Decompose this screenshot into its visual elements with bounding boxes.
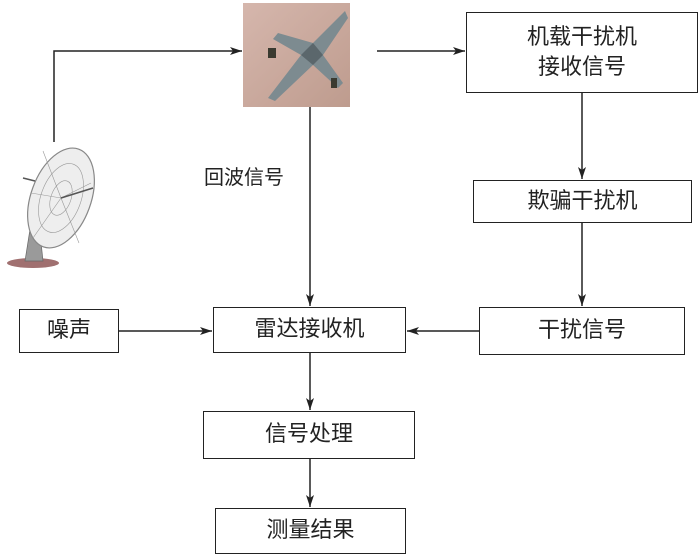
arrow-radar-to-aircraft	[53, 47, 242, 142]
node-radar-receiver: 雷达接收机	[213, 307, 406, 353]
node-deception-jammer: 欺骗干扰机	[473, 180, 692, 223]
edge-label-echo-signal: 回波信号	[204, 165, 284, 189]
node-label-line2: 接收信号	[537, 54, 626, 80]
node-airborne-jammer-receive: 机载干扰机 接收信号	[466, 12, 698, 93]
radar-dish-icon	[7, 147, 95, 268]
node-noise: 噪声	[19, 309, 119, 353]
node-label-line1: 机载干扰机	[526, 24, 637, 50]
node-jamming-signal: 干扰信号	[479, 307, 685, 355]
node-measurement-result: 测量结果	[215, 508, 406, 554]
fighter-jet-icon	[243, 3, 350, 107]
node-signal-processing: 信号处理	[203, 411, 415, 459]
